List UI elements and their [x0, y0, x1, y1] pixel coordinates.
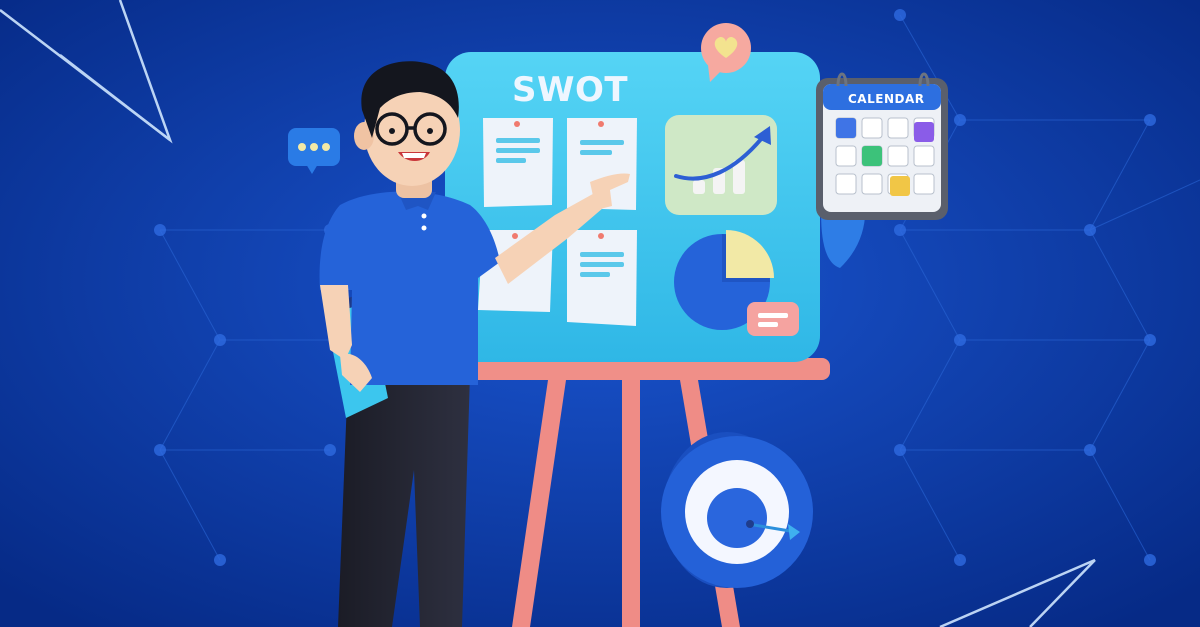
bar-chart-up-icon: [665, 115, 777, 215]
calendar-title: CALENDAR: [848, 92, 925, 106]
calendar-icon: [816, 72, 948, 268]
paper-plane-top-left: [0, 0, 173, 144]
man-head: [354, 61, 460, 198]
target-dart-icon: [661, 432, 813, 588]
man-legs: [338, 375, 470, 627]
sticky-note-1: [483, 118, 553, 207]
sticky-note-4: [567, 230, 637, 326]
pie-chart-icon: [674, 230, 799, 336]
network-nodes: [154, 9, 1156, 566]
speech-bubble-dots-icon: [288, 128, 340, 174]
man-arms: [320, 173, 630, 392]
board-title: SWOT: [512, 70, 629, 110]
heart-bubble-icon: [701, 23, 751, 82]
sticky-note-2: [567, 118, 637, 210]
paper-plane-bottom-right: [939, 558, 1096, 627]
